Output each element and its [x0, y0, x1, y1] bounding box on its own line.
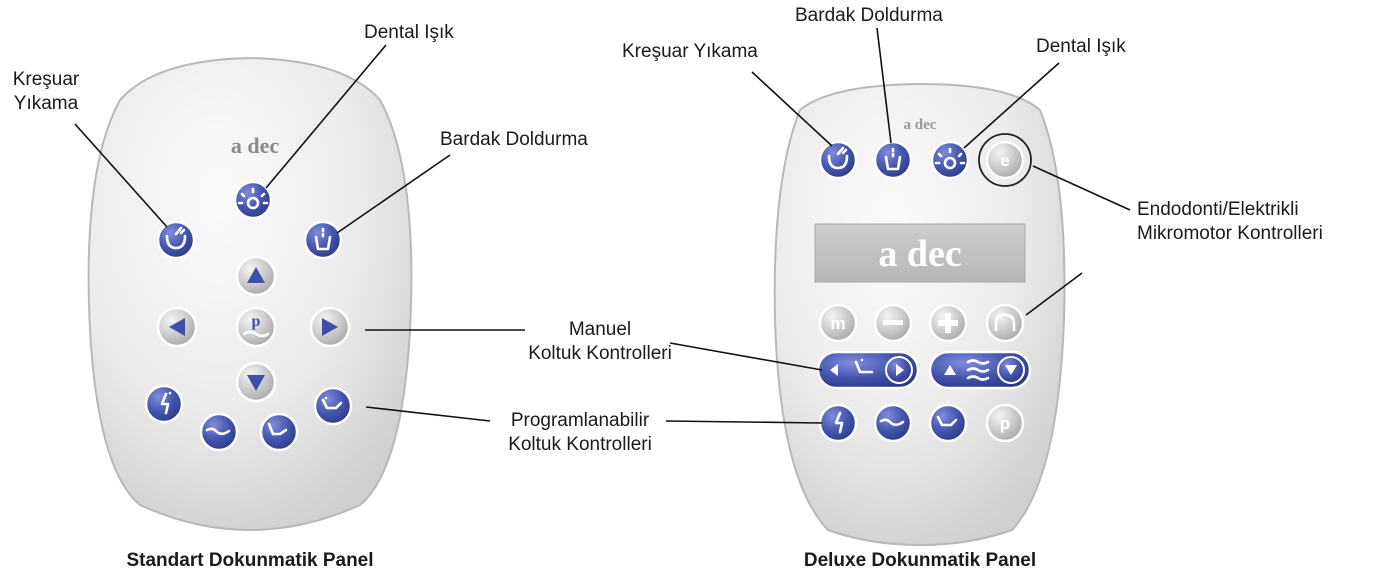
- arrow-left-icon: [169, 318, 185, 336]
- reverse-icon: [994, 313, 1016, 332]
- standard-panel-caption: Standart Dokunmatik Panel: [126, 550, 374, 571]
- plus-icon: [938, 313, 958, 333]
- rinse-position-icon: [321, 396, 343, 410]
- standard-cuspidor-label: Kreşuar Yıkama: [6, 68, 86, 116]
- standard-logo: a dec: [231, 133, 280, 158]
- manual-chair-label-line2: Koltuk Kontrolleri: [528, 343, 672, 364]
- standard-entry-position-button[interactable]: [144, 384, 184, 424]
- standard-cup-fill-label: Bardak Doldurma: [440, 129, 588, 150]
- deluxe-minus-button[interactable]: [873, 303, 913, 343]
- deluxe-display-logo: a dec: [878, 233, 961, 275]
- deluxe-endo-label-line2: Mikromotor Kontrolleri: [1137, 223, 1323, 244]
- deluxe-cuspidor-button[interactable]: [818, 140, 858, 180]
- programmable-chair-label-line2: Koltuk Kontrolleri: [508, 434, 652, 455]
- standard-panel: a dec: [87, 56, 413, 532]
- standard-dental-light-label: Dental Işık: [364, 22, 454, 43]
- standard-chair-back-button[interactable]: [156, 306, 198, 348]
- backrest-icon: [854, 358, 874, 374]
- arrow-up-icon: [944, 365, 956, 375]
- manual-chair-label-line1: Manuel: [568, 319, 632, 340]
- endo-letter: e: [1000, 151, 1009, 170]
- deluxe-dental-light-label: Dental Işık: [1036, 36, 1126, 57]
- deluxe-base-control[interactable]: [928, 350, 1032, 390]
- deluxe-leader-lines: [365, 27, 1131, 424]
- standard-cuspidor-label-line2: Yıkama: [13, 93, 79, 114]
- arrow-right-icon: [896, 364, 904, 376]
- programmable-chair-label: Programlanabilir Koltuk Kontrolleri: [490, 409, 670, 457]
- standard-cup-fill-button[interactable]: [303, 220, 343, 260]
- standard-cuspidor-label-line1: Kreşuar: [12, 69, 80, 90]
- standard-chair-up-button[interactable]: [235, 255, 277, 297]
- deluxe-display: [814, 223, 1026, 283]
- deluxe-recline-position-button[interactable]: [873, 403, 913, 443]
- standard-chair-down-button[interactable]: [235, 361, 277, 403]
- deluxe-backrest-control[interactable]: [816, 350, 920, 390]
- deluxe-plus-button[interactable]: [928, 303, 968, 343]
- seated-person-icon: [160, 391, 172, 415]
- minus-icon: [883, 320, 903, 325]
- cuspidor-icon: [165, 226, 187, 250]
- arrow-left-icon: [830, 364, 838, 376]
- deluxe-cuspidor-label: Kreşuar Yıkama: [622, 41, 758, 62]
- programmable-chair-label-line1: Programlanabilir: [510, 410, 650, 431]
- deluxe-endo-button[interactable]: e: [978, 133, 1032, 187]
- deluxe-top-logo: a dec: [904, 117, 937, 133]
- cup-icon: [314, 227, 332, 251]
- deluxe-panel-caption: Deluxe Dokunmatik Panel: [803, 550, 1037, 571]
- arrow-down-icon: [247, 375, 265, 391]
- semi-reclined-person-icon: [267, 422, 288, 436]
- deluxe-panel: a dec e a dec m: [773, 82, 1066, 547]
- deluxe-entry-position-button[interactable]: [818, 403, 858, 443]
- arrow-up-icon: [247, 267, 265, 283]
- light-icon: [934, 147, 966, 170]
- standard-recline-position-button[interactable]: [199, 412, 239, 452]
- deluxe-dental-light-button[interactable]: [930, 140, 970, 180]
- seated-person-icon: [834, 411, 844, 434]
- program-icon: p: [252, 313, 261, 330]
- reclined-person-icon: [205, 427, 231, 436]
- arrow-down-icon: [1005, 365, 1017, 375]
- light-icon: [237, 187, 269, 210]
- standard-chair-forward-button[interactable]: [309, 306, 351, 348]
- deluxe-cup-fill-label: Bardak Doldurma: [795, 5, 943, 26]
- deluxe-program-button[interactable]: p: [985, 403, 1025, 443]
- program-letter: p: [1000, 414, 1010, 433]
- standard-rinse-position-button[interactable]: [313, 386, 353, 426]
- rinse-position-icon: [936, 415, 958, 427]
- arrow-right-icon: [322, 318, 338, 336]
- cup-icon: [884, 147, 902, 171]
- standard-program-button[interactable]: p: [235, 306, 277, 348]
- standard-cuspidor-button[interactable]: [156, 220, 196, 260]
- deluxe-reverse-button[interactable]: [985, 303, 1025, 343]
- standard-semi-recline-button[interactable]: [259, 412, 299, 452]
- manual-chair-label: Manuel Koltuk Kontrolleri: [525, 318, 675, 366]
- deluxe-cup-fill-button[interactable]: [873, 140, 913, 180]
- deluxe-rinse-position-button[interactable]: [928, 403, 968, 443]
- waves-icon: [966, 359, 990, 381]
- cuspidor-icon: [827, 146, 849, 170]
- standard-dental-light-button[interactable]: [233, 180, 273, 220]
- deluxe-endo-label-line1: Endodonti/Elektrikli: [1137, 199, 1299, 220]
- reclined-person-icon: [879, 418, 905, 427]
- deluxe-mode-button[interactable]: m: [818, 303, 858, 343]
- deluxe-endo-label: Endodonti/Elektrikli Mikromotor Kontroll…: [1137, 198, 1323, 246]
- standard-leader-lines: [74, 44, 451, 234]
- mode-letter: m: [830, 314, 845, 333]
